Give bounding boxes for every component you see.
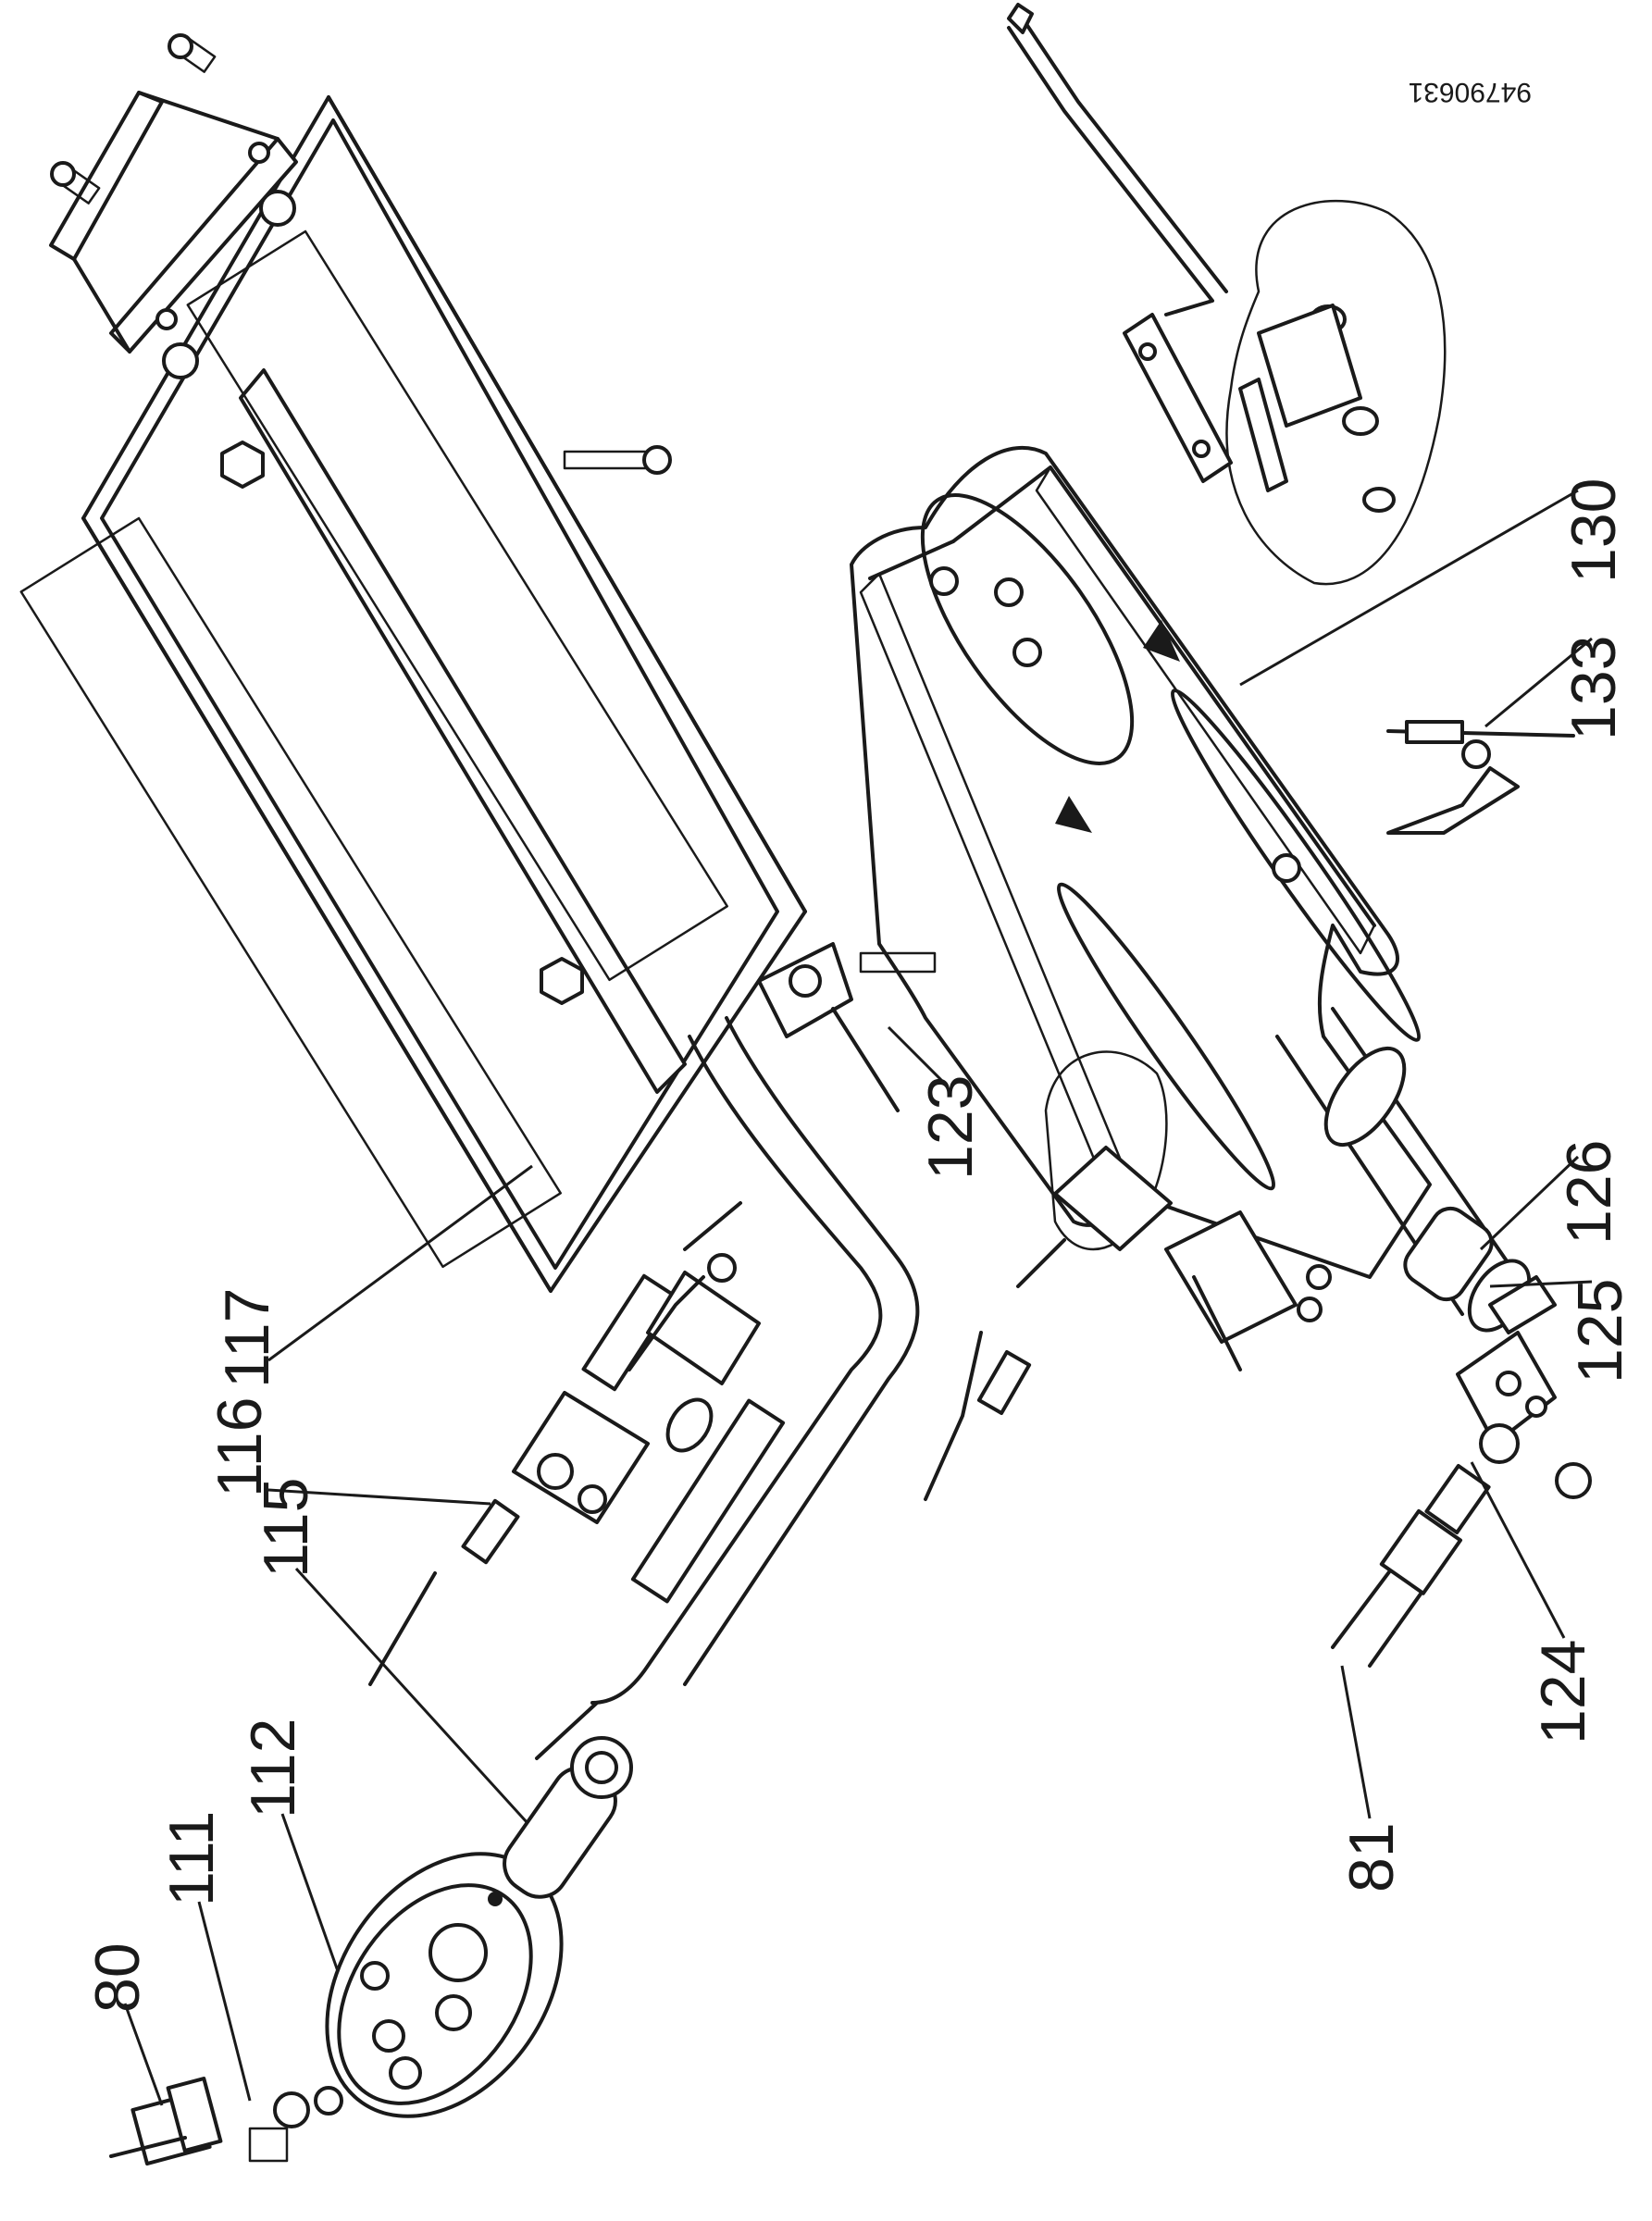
callout-125: 125 bbox=[1565, 1279, 1635, 1383]
orifice-tube bbox=[488, 1736, 633, 1906]
top-mounting-bracket bbox=[49, 91, 298, 354]
callout-130: 130 bbox=[1559, 478, 1629, 583]
burner-pan bbox=[850, 445, 1432, 1279]
leader-123 bbox=[887, 1025, 946, 1085]
leader-124 bbox=[1470, 1461, 1566, 1639]
bracket-screw-1 bbox=[168, 33, 217, 73]
valve-fitting-111 bbox=[248, 2086, 343, 2163]
orifice-holder-lower bbox=[1456, 1275, 1557, 1446]
callout-117: 117 bbox=[212, 1288, 282, 1388]
callout-80: 80 bbox=[82, 1942, 153, 2013]
coil-fins-left bbox=[19, 516, 562, 1269]
leader-115 bbox=[294, 1567, 529, 1825]
callout-123: 123 bbox=[915, 1075, 986, 1180]
inlet-fitting-80 bbox=[109, 2077, 223, 2166]
mounting-bracket-right bbox=[1123, 304, 1362, 492]
thermocouple-133 bbox=[1386, 720, 1575, 835]
document-number: 94790631 bbox=[1409, 77, 1532, 107]
leader-112 bbox=[280, 1813, 340, 1972]
lower-burner-tube bbox=[1275, 1007, 1532, 1333]
callout-labels: 80 111 112 115 116 117 123 81 124 125 12… bbox=[82, 478, 1635, 2013]
leader-81 bbox=[1340, 1665, 1372, 1819]
pilot-assembly-lower bbox=[924, 1050, 1332, 1501]
bracket-screw-2 bbox=[50, 161, 101, 205]
leader-116 bbox=[267, 1488, 491, 1506]
callout-111: 111 bbox=[156, 1811, 227, 1906]
leader-111 bbox=[197, 1901, 252, 2102]
callout-126: 126 bbox=[1554, 1140, 1624, 1245]
leader-126 bbox=[1479, 1155, 1580, 1251]
leader-lines bbox=[123, 489, 1593, 2106]
leader-117 bbox=[267, 1164, 533, 1362]
leader-130 bbox=[1239, 489, 1579, 687]
callout-112: 112 bbox=[238, 1718, 308, 1818]
support-rod bbox=[1007, 3, 1228, 316]
leader-80 bbox=[123, 2003, 164, 2106]
coil-fins-right bbox=[186, 230, 728, 982]
document-id-text: 94790631 bbox=[1409, 77, 1532, 107]
upper-burner-tube bbox=[535, 1016, 920, 1760]
leader-125 bbox=[1489, 1280, 1593, 1288]
callout-133: 133 bbox=[1559, 636, 1629, 740]
screw-123 bbox=[757, 942, 937, 1112]
callout-115: 115 bbox=[251, 1478, 321, 1578]
callout-124: 124 bbox=[1528, 1640, 1598, 1744]
tray-side-screw bbox=[563, 445, 672, 475]
leader-133 bbox=[1484, 637, 1593, 728]
callout-116: 116 bbox=[205, 1397, 275, 1497]
pilot-bracket bbox=[368, 1201, 761, 1686]
heat-exchanger-tray bbox=[19, 95, 807, 1293]
callout-81: 81 bbox=[1336, 1822, 1407, 1892]
gas-line-81 bbox=[1331, 1423, 1592, 1668]
